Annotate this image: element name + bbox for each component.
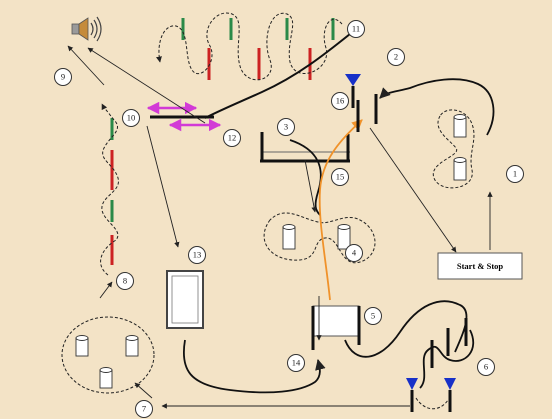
station-number: 1 bbox=[513, 168, 517, 178]
station-circle bbox=[277, 118, 295, 136]
speaker-icon bbox=[71, 16, 102, 42]
zone-1 bbox=[432, 109, 475, 189]
station-circle bbox=[331, 168, 349, 186]
station-circle bbox=[506, 165, 524, 183]
path-from-start bbox=[379, 78, 495, 136]
station-circle bbox=[387, 48, 405, 66]
slalom-poles-top bbox=[181, 18, 335, 80]
station-circle bbox=[345, 244, 363, 262]
station-number: 7 bbox=[142, 403, 146, 413]
blue-cone bbox=[406, 378, 418, 412]
start-stop-label: Start & Stop bbox=[457, 261, 504, 271]
station-8-badge: 8 bbox=[116, 272, 134, 290]
station-circle bbox=[287, 354, 305, 372]
cylinders-1 bbox=[453, 114, 467, 181]
station-circle bbox=[347, 20, 365, 38]
cylinders-4 bbox=[282, 224, 351, 250]
station-number: 10 bbox=[127, 112, 136, 122]
station-circle bbox=[54, 68, 72, 86]
station-number: 4 bbox=[352, 247, 357, 257]
station-circle bbox=[223, 129, 241, 147]
path-11-to-12 bbox=[204, 29, 356, 119]
station-circle bbox=[477, 358, 495, 376]
station-12-badge: 12 bbox=[223, 129, 241, 147]
zone-7 bbox=[61, 316, 155, 394]
station-6-badge: 6 bbox=[477, 358, 495, 376]
station-number: 9 bbox=[61, 71, 65, 81]
station-circle bbox=[188, 246, 206, 264]
orange-path bbox=[318, 119, 363, 301]
station-number: 3 bbox=[284, 121, 288, 131]
station-circle bbox=[135, 400, 153, 418]
blue-cone bbox=[444, 378, 456, 412]
path-6-tail bbox=[415, 397, 449, 410]
station-16-badge: 16 bbox=[331, 92, 349, 110]
station-number: 16 bbox=[336, 95, 345, 105]
station-number: 11 bbox=[352, 23, 360, 33]
station-2-badge: 2 bbox=[387, 48, 405, 66]
arrow-3-down bbox=[304, 159, 317, 213]
station-number: 2 bbox=[394, 51, 398, 61]
station-number: 5 bbox=[371, 310, 375, 320]
box-5 bbox=[312, 305, 360, 337]
station-circle bbox=[331, 92, 349, 110]
start-stop-box: Start & Stop bbox=[437, 252, 523, 280]
station-10-badge: 10 bbox=[122, 109, 140, 127]
arrow-8-to-7 bbox=[99, 281, 113, 299]
station-3-badge: 3 bbox=[277, 118, 295, 136]
arrow-to-speaker bbox=[67, 45, 105, 86]
slalom-path-top bbox=[156, 12, 343, 81]
station-number: 14 bbox=[292, 357, 301, 367]
station-number: 12 bbox=[228, 132, 237, 142]
gates-6 bbox=[430, 318, 468, 368]
arrow-10-to-13 bbox=[146, 125, 180, 248]
arrow-into-7 bbox=[134, 382, 153, 399]
cylinders-7 bbox=[75, 335, 139, 389]
station-14-badge: 14 bbox=[287, 354, 305, 372]
path-13-to-14 bbox=[183, 339, 326, 394]
station-7-badge: 7 bbox=[135, 400, 153, 418]
station-4-badge: 4 bbox=[345, 244, 363, 262]
slalom-path-left bbox=[100, 103, 119, 276]
station-11-badge: 11 bbox=[347, 20, 365, 38]
station-1-badge: 1 bbox=[506, 165, 524, 183]
station-circle bbox=[116, 272, 134, 290]
station-circle bbox=[364, 307, 382, 325]
station-number: 8 bbox=[123, 275, 127, 285]
station-number: 15 bbox=[336, 171, 345, 181]
station-number: 6 bbox=[484, 361, 488, 371]
station-circle bbox=[122, 109, 140, 127]
zone-4 bbox=[263, 212, 376, 264]
station-5-badge: 5 bbox=[364, 307, 382, 325]
blue-cone bbox=[345, 74, 361, 108]
arrow-from-speaker bbox=[87, 47, 206, 124]
station-9-badge: 9 bbox=[54, 68, 72, 86]
station-15-badge: 15 bbox=[331, 168, 349, 186]
arrow-16-to-start bbox=[369, 127, 457, 253]
path-6 bbox=[419, 329, 475, 389]
station-13-badge: 13 bbox=[188, 246, 206, 264]
station-number: 13 bbox=[193, 249, 202, 259]
